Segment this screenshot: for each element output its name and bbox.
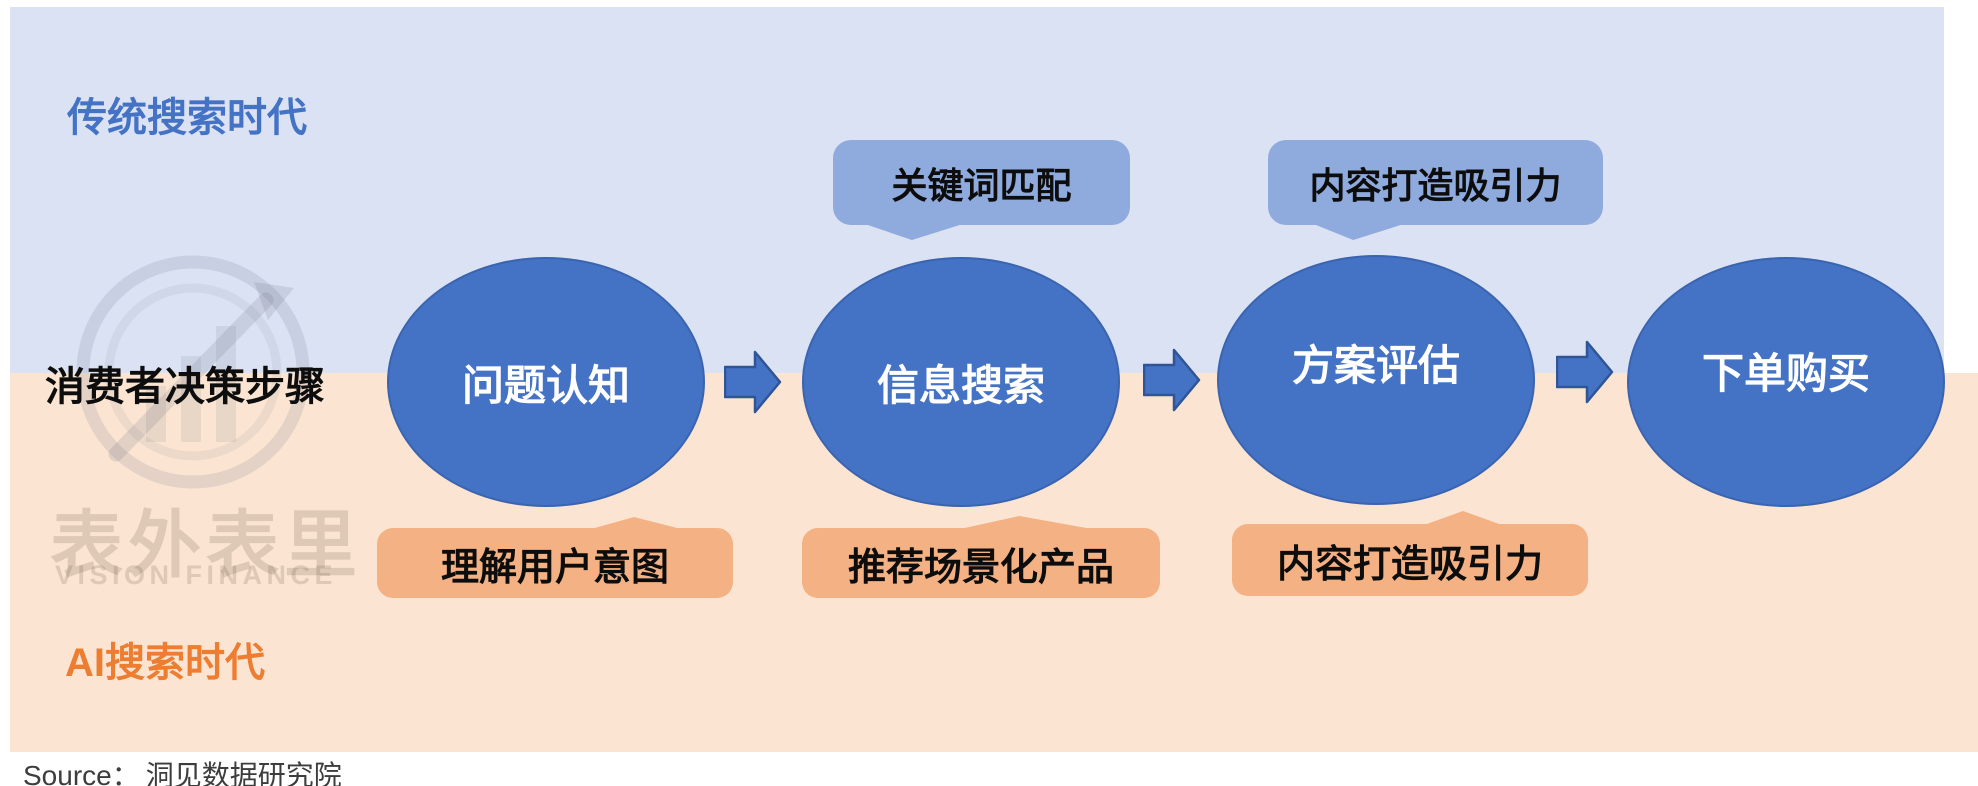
callout-understand-intent: 理解用户意图 — [377, 528, 733, 598]
flow-arrow-icon — [724, 350, 782, 414]
step-label: 下单购买 — [1701, 349, 1870, 397]
step-option-evaluation: 方案评估 — [1217, 255, 1535, 505]
callout-label: 理解用户意图 — [440, 546, 669, 589]
flow-arrow-icon — [1143, 348, 1201, 412]
callout-recommend-products: 推荐场景化产品 — [802, 528, 1160, 598]
callout-label: 推荐场景化产品 — [847, 546, 1114, 589]
era-title-ai: AI搜索时代 — [65, 641, 265, 685]
callout-label: 内容打造吸引力 — [1276, 543, 1543, 586]
callout-content-attraction-bottom: 内容打造吸引力 — [1232, 524, 1588, 596]
step-information-search: 信息搜索 — [802, 257, 1120, 507]
consumer-steps-label: 消费者决策步骤 — [45, 365, 325, 409]
era-title-traditional: 传统搜索时代 — [67, 96, 307, 140]
flow-arrow-icon — [1556, 340, 1614, 404]
callout-keyword-matching: 关键词匹配 — [833, 140, 1130, 225]
step-label: 方案评估 — [1291, 341, 1460, 389]
source-label: Source： — [23, 760, 140, 786]
source-value: 洞见数据研究院 — [145, 760, 342, 786]
callout-label: 内容打造吸引力 — [1309, 164, 1562, 206]
callout-content-attraction-top: 内容打造吸引力 — [1268, 140, 1603, 225]
source-line: Source：洞见数据研究院 — [23, 754, 342, 786]
step-problem-recognition: 问题认知 — [387, 257, 705, 507]
callout-label: 关键词匹配 — [891, 164, 1072, 206]
step-label: 信息搜索 — [876, 361, 1045, 409]
step-purchase: 下单购买 — [1627, 257, 1945, 507]
step-label: 问题认知 — [461, 361, 630, 409]
